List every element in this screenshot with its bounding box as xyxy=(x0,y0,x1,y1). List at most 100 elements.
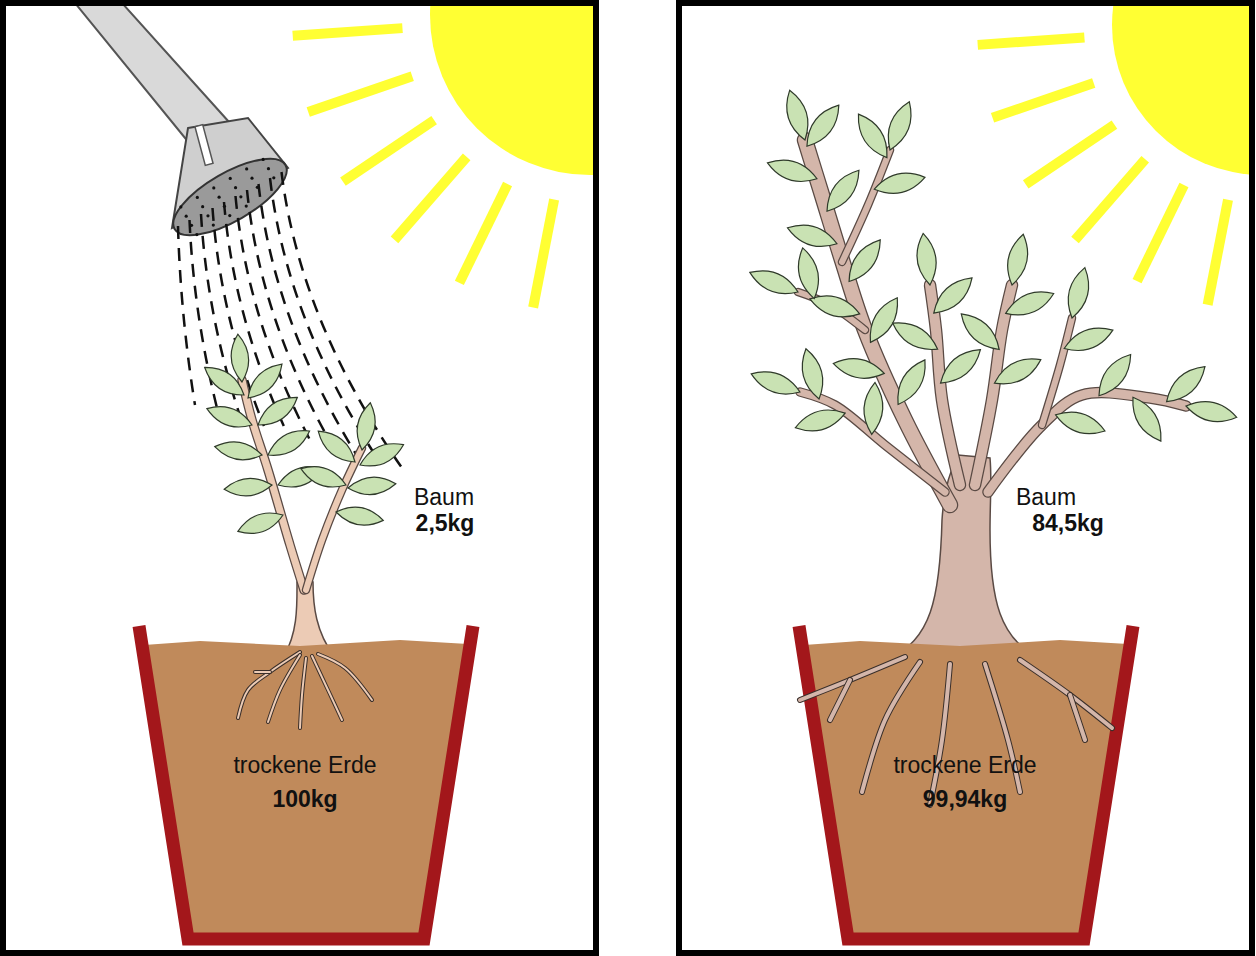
leaf xyxy=(820,164,867,217)
leaf xyxy=(1053,406,1108,440)
leaf xyxy=(927,271,978,320)
water-drop-line xyxy=(270,178,379,461)
sun-ray xyxy=(308,76,412,112)
leaf xyxy=(298,460,349,493)
leaf xyxy=(1184,397,1239,427)
pot-wall xyxy=(139,626,473,939)
rose-hole xyxy=(201,205,204,208)
root xyxy=(312,656,342,720)
rose-hole xyxy=(245,167,248,170)
leaf xyxy=(748,365,803,401)
sun-ray xyxy=(978,37,1085,44)
rose-hole xyxy=(262,158,265,161)
branch xyxy=(975,285,1012,485)
branch-outline xyxy=(1042,318,1072,425)
root-outline xyxy=(318,654,372,700)
leaf xyxy=(1125,392,1169,446)
rose-hole xyxy=(179,205,182,208)
sun-ray xyxy=(993,83,1094,118)
watering-can xyxy=(75,6,297,250)
root xyxy=(268,655,300,722)
root-outline xyxy=(830,680,850,720)
panel-after xyxy=(746,6,1249,658)
soil xyxy=(804,640,1128,934)
leaf xyxy=(204,400,255,433)
sun xyxy=(978,6,1249,309)
sun-disc xyxy=(430,6,593,175)
root xyxy=(830,680,850,720)
leaf xyxy=(242,358,288,404)
leaf xyxy=(785,219,840,253)
leaf xyxy=(793,404,848,437)
leaf xyxy=(353,401,378,451)
rose-hole xyxy=(272,176,275,179)
soil xyxy=(144,640,468,934)
rose-hole xyxy=(185,215,188,218)
leaf xyxy=(223,476,272,497)
sun-ray xyxy=(459,184,507,283)
root xyxy=(930,664,950,805)
sun-ray xyxy=(394,157,466,240)
tree-small xyxy=(200,333,407,656)
rose-hole xyxy=(267,167,270,170)
root xyxy=(255,671,270,673)
can-highlight xyxy=(195,125,213,166)
rose-hole xyxy=(196,196,199,199)
soil-text: trockene Erde xyxy=(893,748,1036,782)
rose-hole xyxy=(212,186,215,189)
sun-disc xyxy=(1112,6,1249,175)
water-drop-line xyxy=(224,202,287,433)
root xyxy=(238,652,300,718)
leaf xyxy=(881,98,918,153)
sun-ray xyxy=(1208,200,1228,305)
leaf xyxy=(890,355,933,409)
leaf xyxy=(213,438,263,463)
tree-label: 84,5kg xyxy=(1032,510,1104,536)
leaf xyxy=(797,346,828,401)
sun-ray xyxy=(1026,125,1115,185)
leaf xyxy=(1092,349,1139,402)
rose-hole xyxy=(234,186,237,189)
leaf xyxy=(935,343,987,391)
root-outline xyxy=(268,655,300,722)
pot xyxy=(799,626,1133,939)
leaf xyxy=(1061,321,1116,357)
branch xyxy=(930,285,960,485)
rose-hole xyxy=(206,214,209,217)
rose-hole xyxy=(218,196,221,199)
leaf xyxy=(1003,232,1033,287)
root-outline xyxy=(930,664,950,805)
root-outline xyxy=(238,652,300,718)
pot-label-box: trockene Erde99,94kg xyxy=(820,748,1110,828)
leaf xyxy=(347,475,396,496)
branch-outline xyxy=(988,393,1186,492)
leaf xyxy=(990,351,1045,391)
leaf xyxy=(872,168,927,198)
sun-ray xyxy=(293,28,403,36)
root-outline xyxy=(312,656,342,720)
rose-hole xyxy=(250,177,253,180)
leaf xyxy=(955,307,1006,356)
sun-ray xyxy=(1137,185,1184,281)
leaf xyxy=(200,360,249,402)
leaf xyxy=(746,264,801,301)
rose-hole xyxy=(229,177,232,180)
soil-text: trockene Erde xyxy=(233,748,376,782)
rose-hole xyxy=(239,195,242,198)
soil-text: 99,94kg xyxy=(923,782,1007,816)
sun-ray xyxy=(1075,159,1145,240)
root-outline xyxy=(255,670,270,674)
leaf xyxy=(229,333,250,382)
water-stream xyxy=(178,172,402,468)
leaf xyxy=(264,424,314,463)
tree-label: Baum xyxy=(414,484,474,510)
root-outline xyxy=(1070,695,1085,740)
leaf xyxy=(1063,265,1094,320)
leaf xyxy=(356,437,407,473)
pot xyxy=(139,626,473,939)
leaf xyxy=(862,293,905,347)
root xyxy=(1070,695,1085,740)
